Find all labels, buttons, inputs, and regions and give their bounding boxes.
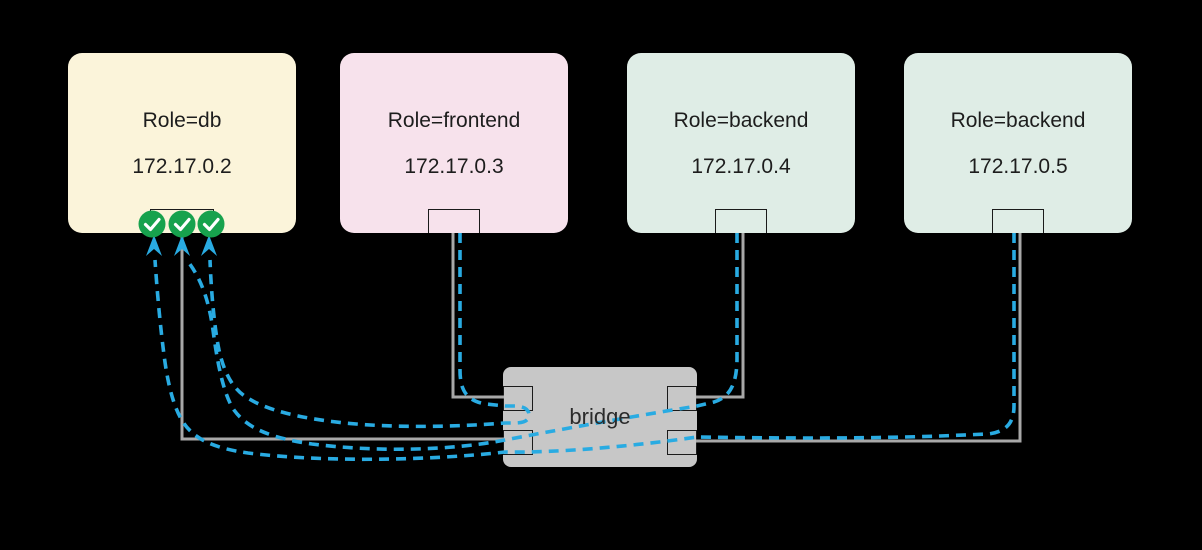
bridge-port-left-top [503, 386, 533, 411]
container-role-label: Role=db [142, 109, 222, 132]
container-ip-label: 172.17.0.3 [404, 155, 504, 178]
arrowhead-icon [146, 235, 162, 256]
container-role-label: Role=backend [673, 109, 809, 132]
network-port [428, 209, 480, 233]
container-box-backend-1: Role=backend 172.17.0.4 [627, 53, 855, 233]
bridge-port-left-bottom [503, 430, 533, 455]
traffic-path-frontend-to-db [208, 233, 531, 429]
link-line-frontend-bridge [451, 233, 504, 399]
link-line-backend1-bridge [696, 233, 745, 399]
container-box-backend-2: Role=backend 172.17.0.5 [904, 53, 1132, 233]
container-box-db: Role=db 172.17.0.2 [68, 53, 296, 233]
link-line-db-bridge [180, 233, 504, 441]
bridge-box [503, 367, 697, 467]
container-ip-label: 172.17.0.5 [968, 155, 1068, 178]
network-port [150, 209, 214, 233]
network-port [992, 209, 1044, 233]
container-role-label: Role=backend [950, 109, 1086, 132]
network-port [715, 209, 767, 233]
arrowhead-icon [174, 235, 190, 256]
bridge-port-right-bottom [667, 430, 697, 455]
container-ip-label: 172.17.0.2 [132, 155, 232, 178]
arrowhead-icon [201, 235, 217, 256]
container-ip-label: 172.17.0.4 [691, 155, 791, 178]
container-role-label: Role=frontend [387, 109, 521, 132]
link-line-backend2-bridge [696, 233, 1022, 443]
container-box-frontend: Role=frontend 172.17.0.3 [340, 53, 568, 233]
bridge-port-right-top [667, 386, 697, 411]
traffic-arrowheads [146, 235, 217, 256]
